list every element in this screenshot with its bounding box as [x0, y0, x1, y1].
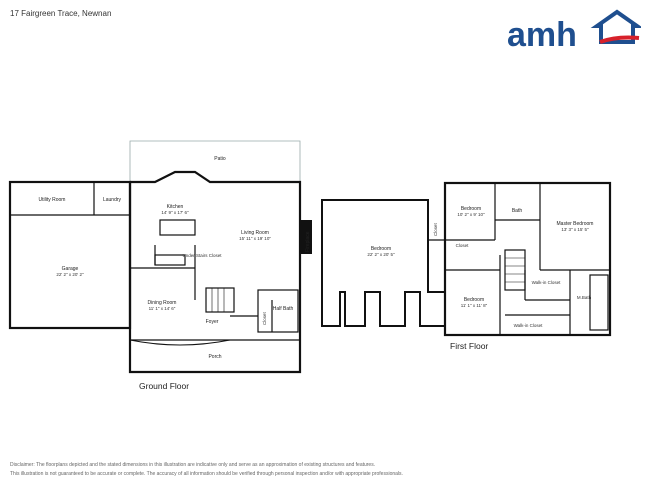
ground-floor-label: Ground Floor — [139, 381, 190, 391]
bedroom-big-dim: 22' 2" x 20' 5" — [367, 252, 395, 257]
utility-room-label: Utility Room — [39, 197, 66, 203]
disclaimer-line-1: Disclaimer: The floorplans depicted and … — [10, 462, 376, 468]
logo-text: amh — [507, 16, 577, 52]
master-bedroom-dim: 13' 3" x 15' 5" — [561, 227, 589, 232]
fireplace-label: Fireplace — [305, 231, 311, 252]
garage-dim: 22' 2" x 20' 2" — [56, 272, 84, 277]
walls — [8, 140, 612, 374]
bath-label: Bath — [512, 208, 523, 214]
living-room-dim: 15' 11" x 19' 10" — [239, 236, 271, 241]
bedroom-3-label: Bedroom — [464, 297, 484, 303]
disclaimer-line-2: This illustration is not guaranteed to b… — [10, 471, 403, 477]
under-stairs-label: Under Stairs Closet — [182, 253, 222, 258]
dining-room-label: Dining Room — [148, 300, 177, 306]
dining-room-dim: 11' 1" x 14' 6" — [149, 306, 176, 311]
living-room-label: Living Room — [241, 230, 269, 236]
laundry-label: Laundry — [103, 197, 122, 203]
bedroom-big-label: Bedroom — [371, 246, 391, 252]
bedroom-2-label: Bedroom — [461, 206, 481, 212]
property-address: 17 Fairgreen Trace, Newnan — [10, 9, 112, 18]
house-icon — [590, 9, 641, 44]
kitchen-dim: 14' 9" x 17' 6" — [161, 210, 189, 215]
patio-label: Patio — [214, 156, 226, 162]
walk-in-closet-2-label: Walk-in Closet — [514, 323, 544, 328]
closet-vertical-label: Closet — [433, 222, 438, 236]
half-bath-label: Half Bath — [273, 306, 294, 312]
foyer-label: Foyer — [206, 319, 219, 325]
bedroom-3-dim: 11' 1" x 11' 8" — [461, 303, 488, 308]
amh-logo: amh — [507, 9, 641, 52]
kitchen-label: Kitchen — [167, 204, 184, 210]
closet-upper-label: Closet — [456, 243, 470, 248]
closet-label: Closet — [262, 311, 267, 325]
garage-label: Garage — [62, 266, 79, 272]
m-bath-label: M.Bath — [577, 295, 592, 300]
disclaimer: Disclaimer: The floorplans depicted and … — [10, 461, 570, 479]
swoosh-icon — [599, 35, 640, 44]
porch-label: Porch — [208, 354, 221, 360]
first-floor-label: First Floor — [450, 341, 489, 351]
bedroom-2-dim: 10' 2" x 9' 10" — [457, 212, 485, 217]
master-bedroom-label: Master Bedroom — [557, 221, 594, 227]
walk-in-closet-1-label: Walk-in Closet — [532, 280, 562, 285]
